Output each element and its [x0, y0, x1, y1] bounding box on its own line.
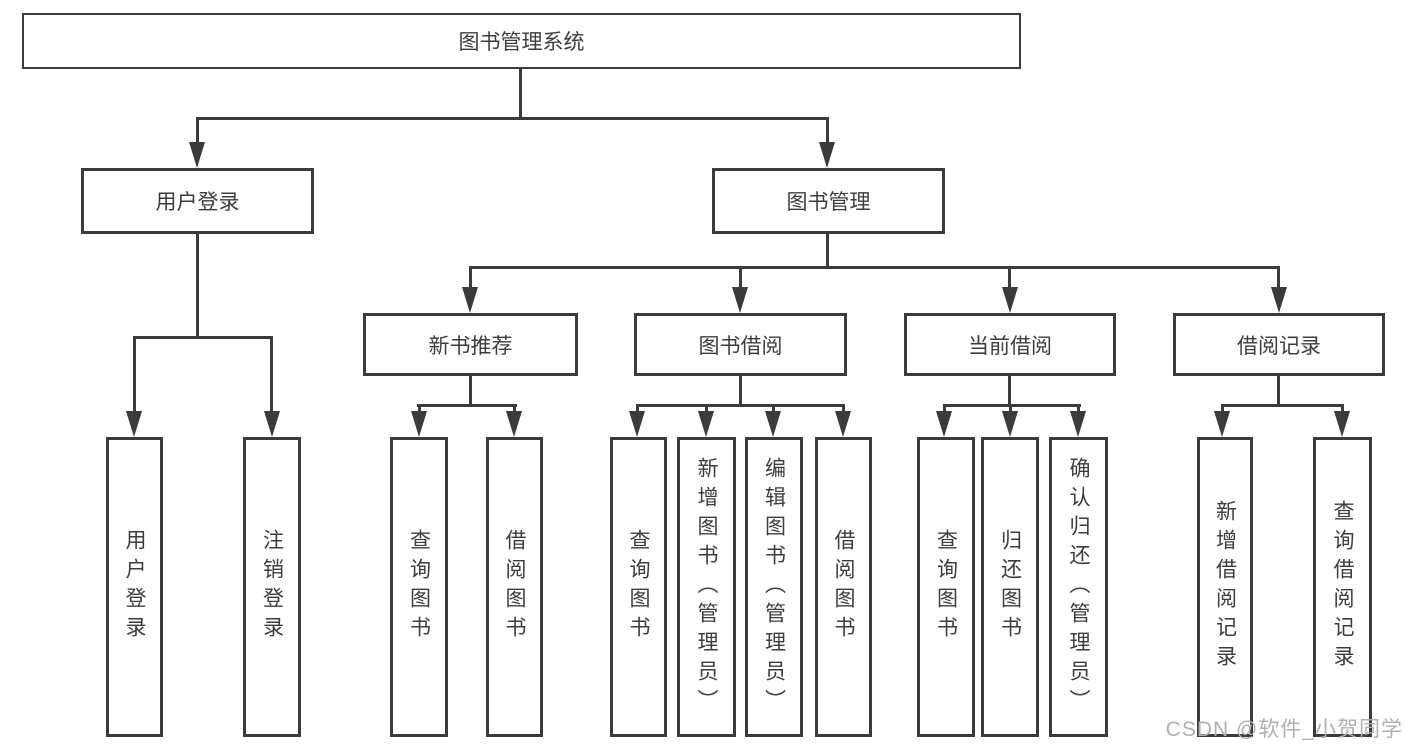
arrow-down-icon [1070, 411, 1086, 437]
leaf-label: 查询图书 [627, 529, 651, 645]
connector-line [513, 404, 516, 413]
leaf-label: 查询图书 [934, 529, 958, 645]
connector-line [133, 336, 136, 412]
node-book-borrow: 图书借阅 [634, 313, 847, 376]
connector-line [1009, 404, 1012, 413]
node-library-system: 图书管理系统 [22, 13, 1021, 69]
connector-line [196, 117, 829, 120]
leaf-confirm-return-admin: 确认归还（管理员） [1049, 437, 1108, 737]
leaf-label: 用户登录 [123, 529, 147, 645]
connector-line [1008, 266, 1011, 287]
arrow-down-icon [126, 411, 142, 437]
connector-line [469, 266, 1280, 269]
leaf-borrow-books: 借阅图书 [815, 437, 872, 737]
arrow-down-icon [264, 411, 280, 437]
connector-line [826, 234, 829, 268]
connector-line [1077, 404, 1080, 413]
connector-line [826, 117, 829, 143]
connector-line [1277, 376, 1280, 406]
connector-line [417, 404, 517, 407]
connector-line [418, 404, 421, 413]
node-label: 新书推荐 [428, 334, 513, 358]
connector-line [1277, 266, 1280, 287]
connector-line [1008, 376, 1011, 406]
leaf-label: 新增图书（管理员） [695, 456, 719, 718]
csdn-watermark: CSDN @软件_小贺同学 [1165, 718, 1403, 741]
arrow-down-icon [698, 411, 714, 437]
connector-line [1341, 404, 1344, 413]
node-new-book-recommend: 新书推荐 [363, 313, 578, 376]
connector-line [739, 376, 742, 406]
leaf-label: 编辑图书（管理员） [762, 456, 786, 718]
leaf-add-borrow-record: 新增借阅记录 [1197, 437, 1253, 737]
connector-line [469, 266, 472, 287]
arrow-down-icon [732, 287, 748, 313]
node-borrow-record: 借阅记录 [1173, 313, 1385, 376]
arrow-down-icon [1271, 287, 1287, 313]
connector-line [636, 404, 639, 413]
connector-line [1221, 404, 1224, 413]
arrow-down-icon [1334, 411, 1350, 437]
arrow-down-icon [819, 142, 835, 168]
leaf-label: 确认归还（管理员） [1067, 456, 1091, 718]
leaf-edit-book-admin: 编辑图书（管理员） [745, 437, 803, 737]
leaf-query-books: 查询图书 [390, 437, 448, 737]
connector-line [842, 404, 845, 413]
node-label: 图书借阅 [698, 334, 783, 358]
leaf-label: 借阅图书 [503, 529, 527, 645]
arrow-down-icon [506, 411, 522, 437]
arrow-down-icon [411, 411, 427, 437]
node-current-borrow: 当前借阅 [904, 313, 1116, 376]
connector-line [943, 404, 1081, 407]
connector-line [196, 117, 199, 143]
connector-line [519, 69, 522, 117]
leaf-add-book-admin: 新增图书（管理员） [677, 437, 736, 737]
node-label: 借阅记录 [1237, 334, 1321, 358]
node-label: 当前借阅 [968, 334, 1052, 358]
leaf-label: 借阅图书 [832, 529, 856, 645]
node-book-management: 图书管理 [712, 168, 945, 234]
node-label: 用户登录 [155, 191, 240, 214]
arrow-down-icon [1214, 411, 1230, 437]
leaf-logout-login: 注销登录 [243, 437, 301, 737]
connector-line [636, 404, 845, 407]
leaf-user-login: 用户登录 [106, 437, 163, 737]
leaf-borrow-books: 借阅图书 [486, 437, 543, 737]
arrow-down-icon [629, 411, 645, 437]
arrow-down-icon [765, 411, 781, 437]
leaf-label: 查询借阅记录 [1331, 500, 1355, 674]
arrow-down-icon [189, 142, 205, 168]
node-user-login: 用户登录 [81, 168, 314, 234]
connector-line [196, 234, 199, 336]
connector-line [739, 266, 742, 287]
connector-line [133, 336, 273, 339]
connector-line [270, 336, 273, 412]
connector-line [772, 404, 775, 413]
leaf-label: 归还图书 [998, 529, 1022, 645]
leaf-return-books: 归还图书 [981, 437, 1039, 737]
leaf-label: 查询图书 [407, 529, 431, 645]
arrow-down-icon [936, 411, 952, 437]
arrow-down-icon [835, 411, 851, 437]
connector-line [469, 376, 472, 406]
arrow-down-icon [1002, 287, 1018, 313]
leaf-label: 注销登录 [260, 529, 284, 645]
leaf-query-books: 查询图书 [917, 437, 975, 737]
node-label: 图书管理 [786, 191, 871, 214]
connector-line [1221, 404, 1344, 407]
arrow-down-icon [462, 287, 478, 313]
leaf-query-books: 查询图书 [610, 437, 667, 737]
arrow-down-icon [1002, 411, 1018, 437]
leaf-label: 新增借阅记录 [1213, 500, 1237, 674]
connector-line [943, 404, 946, 413]
connector-line [705, 404, 708, 413]
leaf-query-borrow-record: 查询借阅记录 [1313, 437, 1372, 737]
node-label: 图书管理系统 [458, 31, 585, 54]
